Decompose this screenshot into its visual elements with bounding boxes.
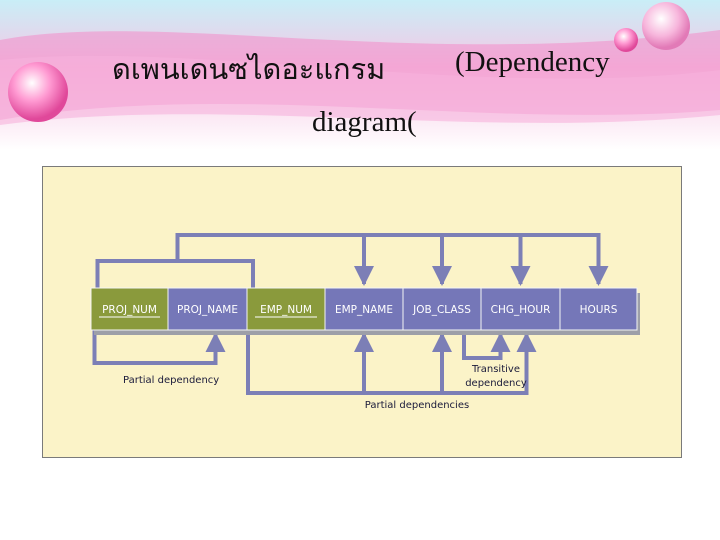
attribute-cell-hours [559, 287, 638, 331]
caption-partial-dependencies: Partial dependencies [365, 400, 469, 411]
dependency-diagram-panel: PROJ_NUM PROJ_NAME EMP_NUM EMP_NAME JOB_CLAS… [42, 166, 682, 458]
decorative-bubble-left [8, 62, 68, 122]
slide-title-thai: ดเพนเดนซไดอะแกรม [112, 54, 386, 86]
attribute-label-emp-name: EMP_NAME [335, 304, 393, 316]
header-banner [0, 0, 720, 150]
decorative-bubble-small [614, 28, 638, 52]
attribute-row: PROJ_NUM PROJ_NAME EMP_NUM EMP_NAME JOB_CLAS… [90, 287, 638, 331]
attribute-label-job-class: JOB_CLASS [412, 304, 471, 316]
lower-dependency-lines [92, 330, 537, 395]
attribute-cell-chg-hour [480, 287, 561, 331]
key-bracket-line [95, 259, 255, 288]
slide-title-continued: diagram( [312, 106, 417, 138]
full-dependency-bus [175, 233, 609, 286]
caption-transitive-line1: Transitive [471, 364, 520, 375]
partial-dependencies-emp [246, 330, 537, 395]
attribute-cell-proj-name [167, 287, 248, 331]
partial-dependency-proj [92, 330, 226, 365]
attribute-cell-emp-num [246, 287, 326, 331]
upper-dependency-lines [95, 233, 609, 288]
attribute-label-hours: HOURS [580, 304, 618, 316]
caption-partial-dependency: Partial dependency [123, 375, 219, 386]
attribute-cell-proj-num [90, 287, 169, 331]
attribute-label-emp-num: EMP_NUM [260, 304, 312, 316]
attribute-label-proj-num: PROJ_NUM [102, 304, 157, 316]
caption-transitive-line2: dependency [465, 378, 527, 389]
decorative-bubble-right [642, 2, 690, 50]
transitive-dependency [462, 330, 511, 360]
attribute-label-proj-name: PROJ_NAME [177, 304, 238, 316]
attribute-label-chg-hour: CHG_HOUR [491, 304, 551, 316]
dependency-diagram: PROJ_NUM PROJ_NAME EMP_NUM EMP_NAME JOB_CLAS… [90, 233, 640, 411]
slide-title-paren: (Dependency [455, 46, 610, 78]
attribute-cell-emp-name [324, 287, 404, 331]
